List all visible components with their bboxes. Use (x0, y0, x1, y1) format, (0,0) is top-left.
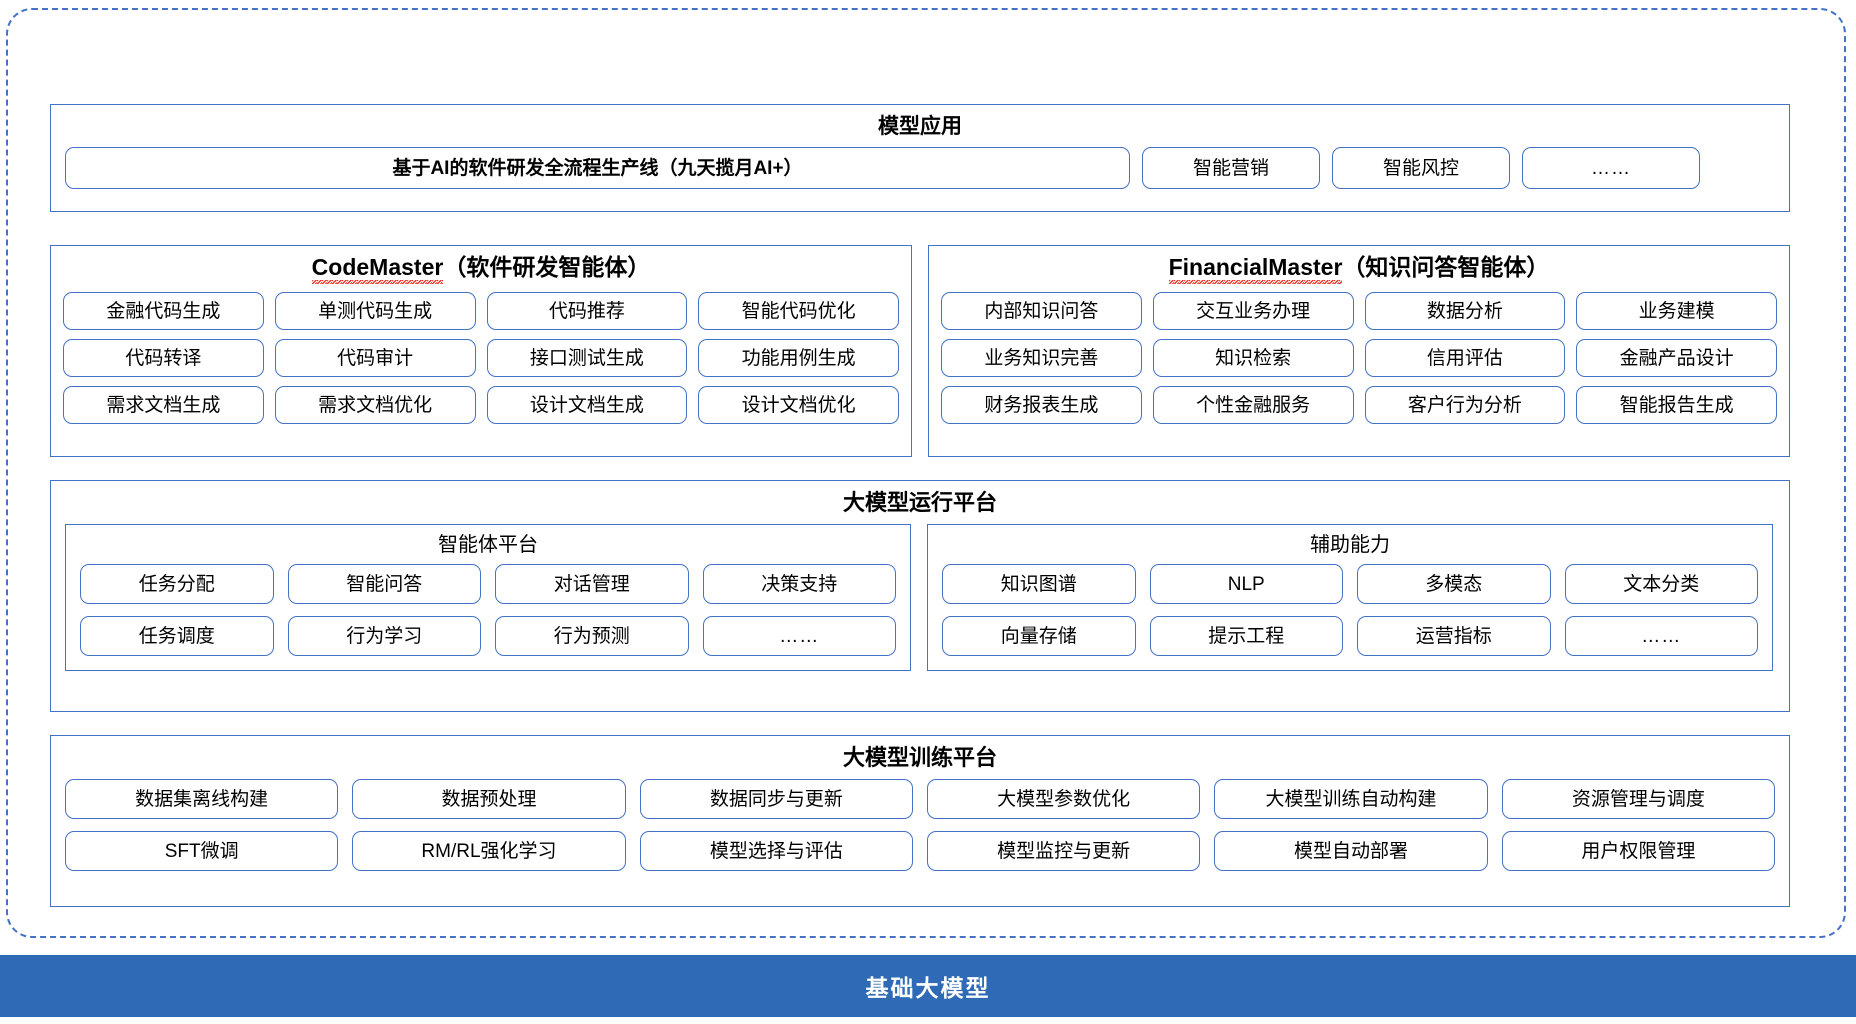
agent-platform-title: 智能体平台 (438, 534, 538, 556)
codemaster-name-cn: （软件研发智能体） (443, 254, 651, 280)
auxiliary-chip[interactable]: 提示工程 (1149, 616, 1343, 656)
capability-chip[interactable]: 智能代码优化 (698, 292, 899, 330)
agent-panel-codemaster: CodeMaster（软件研发智能体） 金融代码生成 单测代码生成 代码推荐 智… (50, 245, 912, 457)
agent-panel-financialmaster: FinancialMaster（知识问答智能体） 内部知识问答 交互业务办理 数… (928, 245, 1790, 457)
capability-chip[interactable]: 代码转译 (63, 339, 264, 377)
capability-chip[interactable]: 信用评估 (1364, 339, 1566, 377)
runtime-chip-more[interactable]: …… (702, 616, 896, 656)
runtime-subpanel-agent-platform: 智能体平台 任务分配 智能问答 对话管理 决策支持 任务调度 行为学习 行为预测… (65, 524, 911, 671)
training-chip[interactable]: 数据集离线构建 (65, 779, 339, 819)
auxiliary-chip[interactable]: NLP (1149, 564, 1343, 604)
auxiliary-chip[interactable]: 运营指标 (1357, 616, 1551, 656)
auxiliary-chip-more[interactable]: …… (1564, 616, 1758, 656)
application-item-more[interactable]: …… (1522, 147, 1700, 189)
capability-chip[interactable]: 需求文档优化 (274, 386, 476, 424)
auxiliary-chip[interactable]: 文本分类 (1564, 564, 1758, 604)
capability-chip[interactable]: 金融代码生成 (63, 292, 264, 330)
training-chip[interactable]: 资源管理与调度 (1501, 779, 1775, 819)
codemaster-title: CodeMaster（软件研发智能体） (51, 246, 911, 292)
capability-chip[interactable]: 内部知识问答 (941, 292, 1142, 330)
application-item[interactable]: 智能风控 (1332, 147, 1510, 189)
training-chip[interactable]: 模型自动部署 (1214, 831, 1488, 871)
training-platform-grid: 数据集离线构建 数据预处理 数据同步与更新 大模型参数优化 大模型训练自动构建 … (51, 779, 1789, 885)
auxiliary-grid: 知识图谱 NLP 多模态 文本分类 向量存储 提示工程 运营指标 …… (928, 564, 1772, 670)
training-platform-panel: 大模型训练平台 数据集离线构建 数据预处理 数据同步与更新 大模型参数优化 大模… (50, 735, 1790, 907)
training-chip[interactable]: 数据预处理 (352, 779, 626, 819)
runtime-chip[interactable]: 对话管理 (495, 564, 689, 604)
capability-chip[interactable]: 业务知识完善 (941, 339, 1142, 377)
capability-chip[interactable]: 功能用例生成 (698, 339, 899, 377)
capability-chip[interactable]: 接口测试生成 (486, 339, 688, 377)
auxiliary-chip[interactable]: 多模态 (1357, 564, 1551, 604)
financialmaster-title: FinancialMaster（知识问答智能体） (929, 246, 1789, 292)
training-chip[interactable]: 模型监控与更新 (927, 831, 1201, 871)
runtime-chip[interactable]: 智能问答 (287, 564, 481, 604)
auxiliary-chip[interactable]: 知识图谱 (942, 564, 1136, 604)
model-application-panel: 模型应用 基于AI的软件研发全流程生产线（九天揽月AI+） 智能营销 智能风控 … (50, 104, 1790, 212)
financialmaster-capability-grid: 内部知识问答 交互业务办理 数据分析 业务建模 业务知识完善 知识检索 信用评估… (929, 292, 1789, 436)
runtime-chip[interactable]: 行为预测 (495, 616, 689, 656)
capability-chip[interactable]: 客户行为分析 (1364, 386, 1566, 424)
capability-chip[interactable]: 代码推荐 (486, 292, 688, 330)
runtime-platform-panel: 大模型运行平台 智能体平台 任务分配 智能问答 对话管理 决策支持 任务调度 行… (50, 480, 1790, 712)
training-chip[interactable]: 大模型参数优化 (927, 779, 1201, 819)
codemaster-name-en: CodeMaster (311, 256, 444, 284)
application-item[interactable]: 智能营销 (1142, 147, 1320, 189)
training-chip[interactable]: 大模型训练自动构建 (1214, 779, 1488, 819)
model-application-items: 基于AI的软件研发全流程生产线（九天揽月AI+） 智能营销 智能风控 …… (51, 147, 1789, 189)
capability-chip[interactable]: 业务建模 (1576, 292, 1777, 330)
application-flagship-item[interactable]: 基于AI的软件研发全流程生产线（九天揽月AI+） (65, 147, 1130, 189)
runtime-platform-title: 大模型运行平台 (842, 490, 997, 515)
training-chip[interactable]: RM/RL强化学习 (352, 831, 626, 871)
runtime-chip[interactable]: 任务分配 (80, 564, 274, 604)
capability-chip[interactable]: 财务报表生成 (941, 386, 1142, 424)
training-chip[interactable]: SFT微调 (65, 831, 339, 871)
capability-chip[interactable]: 设计文档生成 (486, 386, 688, 424)
capability-chip[interactable]: 设计文档优化 (698, 386, 899, 424)
capability-chip[interactable]: 数据分析 (1364, 292, 1566, 330)
capability-chip[interactable]: 知识检索 (1152, 339, 1354, 377)
runtime-subpanels: 智能体平台 任务分配 智能问答 对话管理 决策支持 任务调度 行为学习 行为预测… (51, 524, 1789, 685)
auxiliary-title: 辅助能力 (1310, 534, 1390, 556)
capability-chip[interactable]: 代码审计 (274, 339, 476, 377)
runtime-chip[interactable]: 行为学习 (287, 616, 481, 656)
financialmaster-name-en: FinancialMaster (1168, 256, 1343, 284)
capability-chip[interactable]: 单测代码生成 (274, 292, 476, 330)
foundation-model-bar: 基础大模型 (0, 955, 1856, 1017)
codemaster-capability-grid: 金融代码生成 单测代码生成 代码推荐 智能代码优化 代码转译 代码审计 接口测试… (51, 292, 911, 436)
runtime-chip[interactable]: 任务调度 (80, 616, 274, 656)
auxiliary-chip[interactable]: 向量存储 (942, 616, 1136, 656)
training-chip[interactable]: 数据同步与更新 (639, 779, 913, 819)
training-platform-title: 大模型训练平台 (842, 745, 997, 770)
financialmaster-name-cn: （知识问答智能体） (1342, 254, 1550, 280)
training-chip[interactable]: 用户权限管理 (1501, 831, 1775, 871)
capability-chip[interactable]: 交互业务办理 (1152, 292, 1354, 330)
runtime-subpanel-auxiliary: 辅助能力 知识图谱 NLP 多模态 文本分类 向量存储 提示工程 运营指标 …… (927, 524, 1773, 671)
capability-chip[interactable]: 智能报告生成 (1576, 386, 1777, 424)
agent-platform-grid: 任务分配 智能问答 对话管理 决策支持 任务调度 行为学习 行为预测 …… (66, 564, 910, 670)
capability-chip[interactable]: 金融产品设计 (1576, 339, 1777, 377)
capability-chip[interactable]: 需求文档生成 (63, 386, 264, 424)
model-application-title: 模型应用 (878, 115, 962, 138)
runtime-chip[interactable]: 决策支持 (702, 564, 896, 604)
training-chip[interactable]: 模型选择与评估 (639, 831, 913, 871)
agents-row: CodeMaster（软件研发智能体） 金融代码生成 单测代码生成 代码推荐 智… (50, 245, 1790, 457)
capability-chip[interactable]: 个性金融服务 (1152, 386, 1354, 424)
foundation-model-label: 基础大模型 (865, 975, 991, 1001)
